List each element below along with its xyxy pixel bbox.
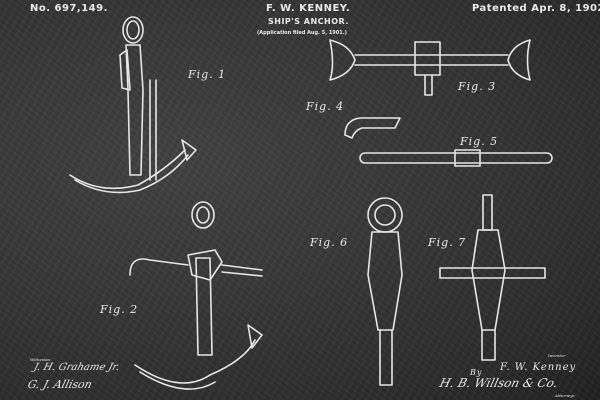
fig-4-hook (344, 117, 401, 139)
fig-1-label: Fig. 1 (188, 68, 227, 81)
fig-6-label: Fig. 6 (310, 236, 349, 249)
by-label: By (470, 368, 483, 377)
application-date: (Application filed Aug. 5, 1901.) (257, 30, 347, 36)
witness-signature: J. H. Grahame Jr. (32, 362, 121, 373)
fig-6-shank (367, 197, 403, 386)
inventor-label: Inventor (548, 353, 566, 358)
patent-title: SHIP'S ANCHOR. (268, 17, 349, 26)
witnesses-label: Witnesses (30, 357, 51, 362)
witness-signature: G. J. Allison (26, 378, 94, 391)
attorney-signature: H. B. Willson & Co. (438, 376, 560, 390)
patent-number: No. 697,149. (30, 3, 108, 14)
inventor-heading: F. W. KENNEY. (266, 3, 351, 14)
attorneys-label: Attorneys (555, 393, 575, 398)
patent-date: Patented Apr. 8, 1902. (472, 3, 600, 14)
fig-2-anchor (129, 201, 263, 390)
fig-5-label: Fig. 5 (460, 135, 499, 148)
inventor-name: F. W. Kenney (500, 362, 577, 373)
fig-3-label: Fig. 3 (458, 80, 497, 93)
fig-2-label: Fig. 2 (100, 303, 139, 316)
fig-7-shank (439, 194, 546, 361)
fig-1-anchor (69, 16, 197, 194)
fig-3-bar (329, 39, 531, 96)
fig-5-rod (359, 149, 553, 167)
fig-4-label: Fig. 4 (306, 100, 345, 113)
fig-7-label: Fig. 7 (428, 236, 467, 249)
